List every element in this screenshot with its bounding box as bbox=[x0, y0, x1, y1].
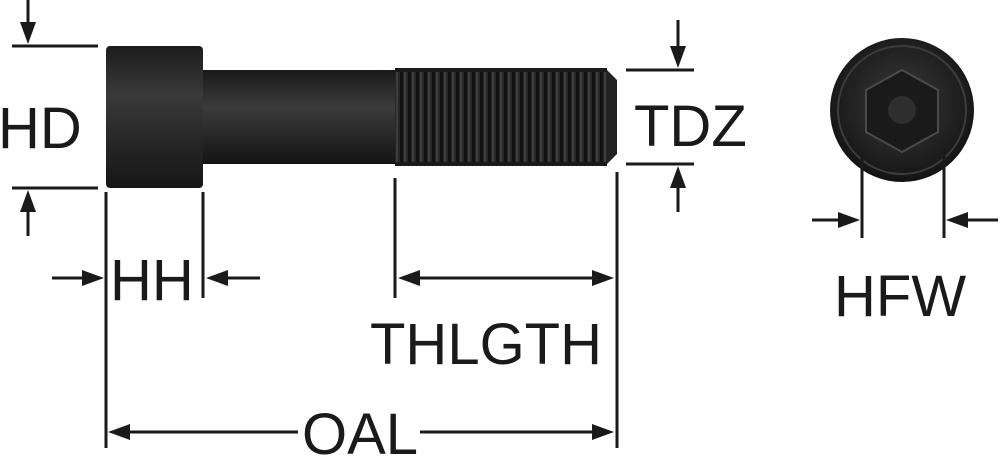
tdz-arrow-bottom bbox=[670, 166, 686, 188]
hfw-arrow-right bbox=[946, 212, 968, 228]
oal-label: OAL bbox=[302, 402, 418, 460]
hd-arrow-top bbox=[20, 22, 36, 44]
thlgth-label: THLGTH bbox=[370, 312, 602, 377]
oal-arrow-left bbox=[108, 424, 130, 440]
hh-dimension: HH bbox=[52, 192, 260, 448]
bolt-end-view bbox=[830, 38, 974, 182]
bolt-chamfer-end bbox=[607, 70, 617, 164]
hfw-dimension: HFW bbox=[812, 150, 998, 329]
oal-arrow-right bbox=[592, 424, 614, 440]
thread-top-edge bbox=[395, 68, 607, 72]
thlgth-dimension: THLGTH bbox=[370, 172, 619, 448]
bolt-head bbox=[106, 46, 203, 188]
hfw-arrow-left bbox=[838, 212, 860, 228]
tdz-arrow-top bbox=[670, 46, 686, 68]
hh-label: HH bbox=[110, 248, 194, 313]
head-end-rim bbox=[837, 45, 967, 175]
tdz-dimension: TDZ bbox=[626, 20, 747, 212]
bolt-thread bbox=[395, 70, 607, 164]
hh-arrow-left bbox=[82, 270, 104, 286]
bolt-side-view bbox=[106, 46, 617, 188]
hfw-label: HFW bbox=[834, 264, 966, 329]
tdz-label: TDZ bbox=[634, 94, 747, 159]
hd-arrow-bottom bbox=[20, 190, 36, 212]
thlgth-arrow-left bbox=[398, 270, 420, 286]
bolt-shank bbox=[203, 70, 395, 164]
thlgth-arrow-right bbox=[592, 270, 614, 286]
thread-bottom-edge bbox=[395, 162, 607, 166]
oal-dimension: OAL bbox=[108, 402, 614, 460]
socket-center bbox=[888, 96, 916, 124]
hh-arrow-right bbox=[206, 270, 228, 286]
hd-dimension: HD bbox=[0, 0, 98, 236]
hd-label: HD bbox=[0, 96, 82, 161]
